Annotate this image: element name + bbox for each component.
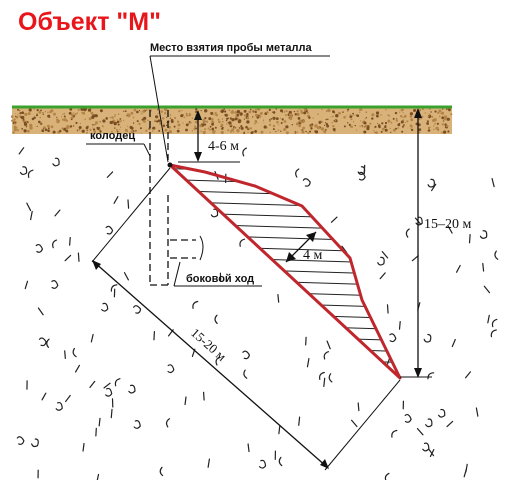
- total-depth-label: 15–20 м: [424, 217, 472, 232]
- sample-point-leader: [149, 55, 330, 168]
- well-leader: [86, 143, 151, 157]
- incline-length-label: 15-20 м: [188, 325, 229, 364]
- rock-texture: [16, 147, 499, 480]
- diagram-title: Объект "М": [18, 8, 161, 36]
- thickness-dimension: [285, 231, 317, 263]
- total-depth-dimension: [400, 108, 432, 378]
- side-passage: [170, 235, 204, 261]
- sample-point-label: Место взятия пробы металла: [150, 42, 312, 54]
- well-shaft: [149, 110, 169, 286]
- incline-dimension: [91, 167, 401, 471]
- side-passage-leader: [173, 261, 262, 287]
- thickness-label: 4 м: [303, 248, 323, 263]
- side-passage-label: боковой ход: [186, 273, 254, 285]
- soil-layer: [10, 107, 453, 135]
- depth-top-dimension: [178, 110, 240, 163]
- well-label: колодец: [90, 130, 135, 142]
- depth-top-label: 4-6 м: [208, 139, 239, 154]
